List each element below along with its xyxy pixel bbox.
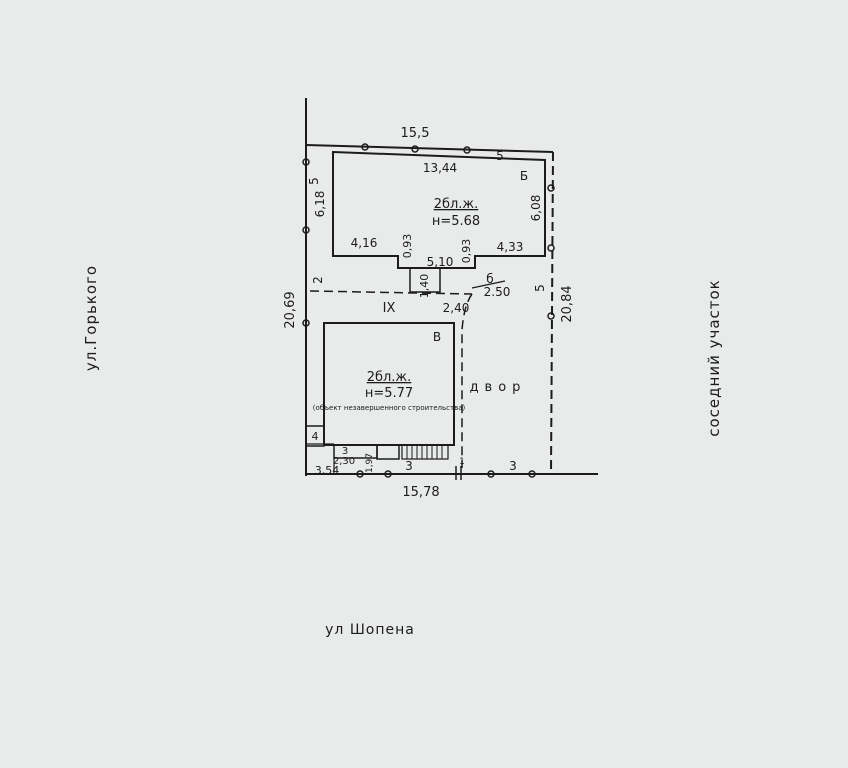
fence-mark-south-c: 3 <box>342 446 348 457</box>
fence-posts <box>302 143 555 478</box>
building-b-outline <box>332 150 546 269</box>
fence-post <box>547 312 555 320</box>
fence-post <box>302 158 310 166</box>
plot-dim-left: 20,69 <box>283 291 298 328</box>
small-dim-2: 2,30 <box>333 456 355 467</box>
fence-post <box>463 146 471 154</box>
south-ticks <box>306 443 335 474</box>
fence-mark-east: 5 <box>533 284 547 292</box>
yard-divider-curve <box>461 293 473 468</box>
building-b-height: н=5.68 <box>432 214 480 229</box>
building-b-porch-dim: 2.50 <box>484 285 511 299</box>
fence-mark-south-b: 3 <box>509 459 517 473</box>
plot-dim-bottom: 15,78 <box>402 485 439 500</box>
outbuilding-ix: IX <box>383 301 396 316</box>
building-b-porch <box>409 268 441 293</box>
fence-mark-small-right: 1,97 <box>365 453 375 473</box>
porch-pointer <box>471 280 506 289</box>
small-dim-1: 3,54 <box>315 464 340 477</box>
yard-divider <box>309 290 473 295</box>
building-b-type: 2бл.ж. <box>434 197 479 212</box>
building-b-letter: Б <box>520 169 528 183</box>
plot-boundary-north <box>305 144 554 153</box>
fence-post <box>384 470 392 478</box>
fence-mark-small-left: 4 <box>312 430 319 443</box>
building-v-letter: В <box>433 330 441 344</box>
building-b-dim-porch-width: 2,40 <box>443 301 470 315</box>
building-b-dim-porch-height: 1,40 <box>418 274 431 299</box>
building-v-note: (объект незавершенного строительства) <box>313 404 466 412</box>
fence-post <box>356 470 364 478</box>
building-b-dim-step-left: 0,93 <box>401 234 414 259</box>
fence-post <box>361 143 369 151</box>
building-b-dim-top: 13,44 <box>423 161 457 175</box>
fence-mark-north: 5 <box>496 149 504 163</box>
fence-post <box>302 319 310 327</box>
building-b-dim-notch-bottom: 5,10 <box>427 255 454 269</box>
building-v-type: 2бл.ж. <box>367 370 412 385</box>
fence-mark-north-west: 5 <box>307 177 321 185</box>
plot-dim-top: 15,5 <box>401 126 430 141</box>
street-label-gorky: ул.Горького <box>82 264 100 372</box>
extension-4 <box>305 425 325 447</box>
stairs <box>401 444 449 460</box>
fence-mark-west: 2 <box>311 276 325 284</box>
building-b-dim-step-right: 0,93 <box>460 239 473 264</box>
building-b-dim-left: 6,18 <box>313 191 327 218</box>
fence-post <box>528 470 536 478</box>
extension-197 <box>376 444 400 460</box>
gate-mark <box>455 466 462 480</box>
fence-mark-south-a: 3 <box>405 459 413 473</box>
fence-post <box>547 184 555 192</box>
fence-post <box>411 145 419 153</box>
neighbor-plot-label: соседний участок <box>705 279 723 437</box>
building-b-dim-notch-left: 4,16 <box>351 236 378 250</box>
fence-post <box>302 226 310 234</box>
building-b-porch-letter: б <box>486 272 493 286</box>
plot-dim-right: 20,84 <box>560 285 575 322</box>
fence-post <box>547 244 555 252</box>
fence-mark-gate: 1 <box>459 457 465 467</box>
building-b-dim-notch-right: 4,33 <box>497 240 524 254</box>
street-label-chopin: ул Шопена <box>325 622 415 638</box>
yard-label: двор <box>470 380 527 395</box>
building-b-dim-right: 6,08 <box>529 195 543 222</box>
building-v-height: н=5.77 <box>365 386 413 401</box>
fence-post <box>487 470 495 478</box>
